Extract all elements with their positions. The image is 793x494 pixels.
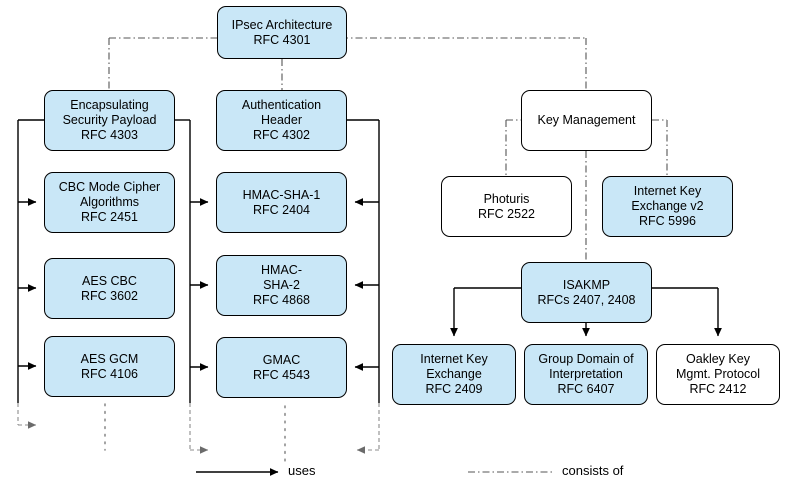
- node-keymgmt[interactable]: Key Management: [521, 90, 652, 151]
- node-gmac-line-0: GMAC: [262, 352, 301, 367]
- node-oakley-line-0: Oakley Key: [686, 352, 750, 366]
- edge-consists-of-ipsec-to-children: [108, 37, 587, 90]
- node-hmacsha1-line-0: HMAC-SHA-1: [242, 187, 321, 202]
- node-cbc-line-2: RFC 2451: [81, 210, 138, 224]
- edge-uses-isakmp-to-protocols: [450, 287, 722, 337]
- node-gmac-line-1: RFC 4543: [253, 367, 310, 382]
- node-ike-line-2: RFC 2409: [425, 382, 483, 396]
- node-aesgcm-line-1: RFC 4106: [81, 366, 138, 381]
- node-ike-line-1: Exchange: [426, 367, 482, 381]
- more-items-dots: [104, 403, 286, 463]
- node-hmacsha2-line-1: SHA-2: [263, 278, 300, 292]
- node-oakley-line-2: RFC 2412: [689, 382, 747, 396]
- node-ikev2-line-0: Internet Key: [633, 184, 702, 198]
- node-cbc-line-0: CBC Mode Cipher: [58, 180, 161, 194]
- node-ikev2-line-2: RFC 5996: [639, 214, 696, 228]
- continuation-arrows: [18, 421, 379, 454]
- node-cbc-line-1: Algorithms: [79, 195, 140, 209]
- node-ah-line-1: Header: [261, 113, 302, 127]
- node-hmacsha2-line-2: RFC 4868: [253, 293, 310, 307]
- legend-consists-of-label: consists of: [562, 463, 624, 478]
- node-hmacsha1-line-1: RFC 2404: [253, 202, 310, 217]
- node-isakmp-line-1: RFCs 2407, 2408: [537, 292, 636, 307]
- legend-uses-label: uses: [288, 463, 316, 478]
- node-gdoi-line-0: Group Domain of: [538, 352, 634, 366]
- node-ah-line-2: RFC 4302: [253, 128, 310, 142]
- edge-uses-esp-to-auth: [175, 119, 209, 403]
- node-ah-line-0: Authentication: [241, 98, 322, 112]
- continuation-bus-extensions: [17, 403, 380, 450]
- edge-uses-ah-to-auth: [347, 119, 380, 403]
- node-gdoi-line-2: RFC 6407: [557, 382, 615, 396]
- node-ike-line-0: Internet Key: [420, 352, 488, 366]
- node-isakmp-line-0: ISAKMP: [562, 277, 611, 292]
- edge-consists-of-keymgmt-to-children: [505, 119, 668, 262]
- node-keymgmt-line-0: Key Management: [537, 113, 636, 127]
- node-aesgcm-line-0: AES GCM: [80, 351, 139, 366]
- node-aescbc-line-0: AES CBC: [82, 273, 137, 288]
- node-ikev2-line-1: Exchange v2: [631, 199, 704, 213]
- edge-uses-esp-to-ciphers: [17, 119, 44, 403]
- node-gdoi-line-1: Interpretation: [549, 367, 623, 381]
- node-photuris-line-1: RFC 2522: [478, 206, 535, 221]
- node-ipsec-line-0: IPsec Architecture: [231, 17, 333, 32]
- node-hmacsha2-line-0: HMAC-: [261, 263, 302, 277]
- node-esp-line-2: RFC 4303: [81, 128, 138, 142]
- node-aescbc-line-1: RFC 3602: [81, 288, 138, 303]
- node-oakley-line-1: Mgmt. Protocol: [675, 367, 761, 381]
- node-ipsec-line-1: RFC 4301: [253, 32, 311, 47]
- node-photuris-line-0: Photuris: [483, 191, 530, 206]
- node-esp-line-1: Security Payload: [62, 113, 157, 127]
- node-esp-line-0: Encapsulating: [70, 98, 149, 112]
